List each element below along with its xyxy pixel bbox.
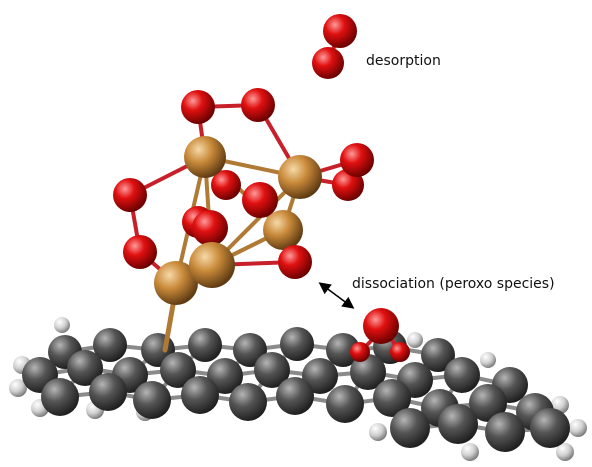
copper-atom <box>263 210 303 250</box>
oxygen-atom <box>242 182 278 218</box>
dissociation-label: dissociation (peroxo species) <box>352 276 555 292</box>
desorption-label: desorption <box>366 53 441 69</box>
oxygen-atom <box>312 47 344 79</box>
cluster-atoms <box>113 88 374 305</box>
oxygen-atom <box>323 14 357 48</box>
oxygen-atom <box>192 210 228 246</box>
desorbed-o2-molecule <box>312 14 357 79</box>
oxygen-atom <box>390 342 410 362</box>
oxygen-atom <box>363 308 399 344</box>
oxygen-atom <box>350 342 370 362</box>
dissociation-arrow <box>318 282 355 309</box>
oxygen-atom <box>123 235 157 269</box>
oxygen-atom <box>340 143 374 177</box>
copper-atom <box>189 242 235 288</box>
copper-atom <box>154 261 198 305</box>
oxygen-atom <box>241 88 275 122</box>
copper-atom <box>184 136 226 178</box>
oxygen-atom <box>181 90 215 124</box>
copper-atom <box>278 155 322 199</box>
oxygen-atom <box>278 245 312 279</box>
carbon-atoms <box>22 327 570 452</box>
oxygen-atom <box>113 178 147 212</box>
oxygen-atom <box>332 169 364 201</box>
oxygen-atom <box>211 170 241 200</box>
peroxo-species <box>350 308 410 362</box>
